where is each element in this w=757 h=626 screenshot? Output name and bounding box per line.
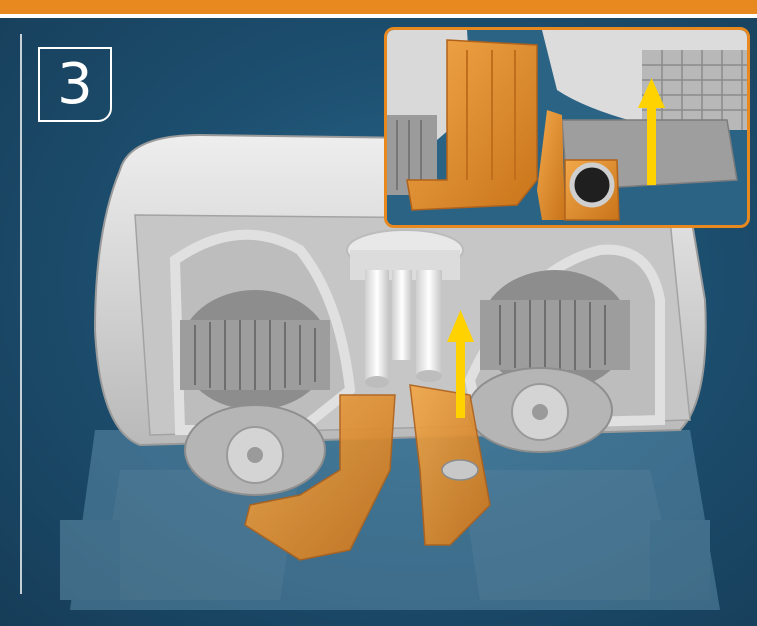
central-intake-tubes — [346, 229, 464, 388]
step-number-badge: 3 — [38, 47, 112, 122]
detail-inset — [384, 27, 750, 228]
top-accent-divider — [0, 14, 757, 18]
inset-up-arrow-icon — [638, 78, 665, 185]
up-arrow-icon — [447, 310, 474, 418]
top-accent-bar — [0, 0, 757, 14]
detail-inset-illustration — [387, 30, 747, 225]
ghosted-base — [60, 430, 720, 610]
orange-filter-support — [244, 384, 491, 561]
right-filter-basket — [467, 270, 630, 453]
left-divider-rule — [20, 34, 22, 594]
left-filter-basket — [180, 290, 330, 496]
